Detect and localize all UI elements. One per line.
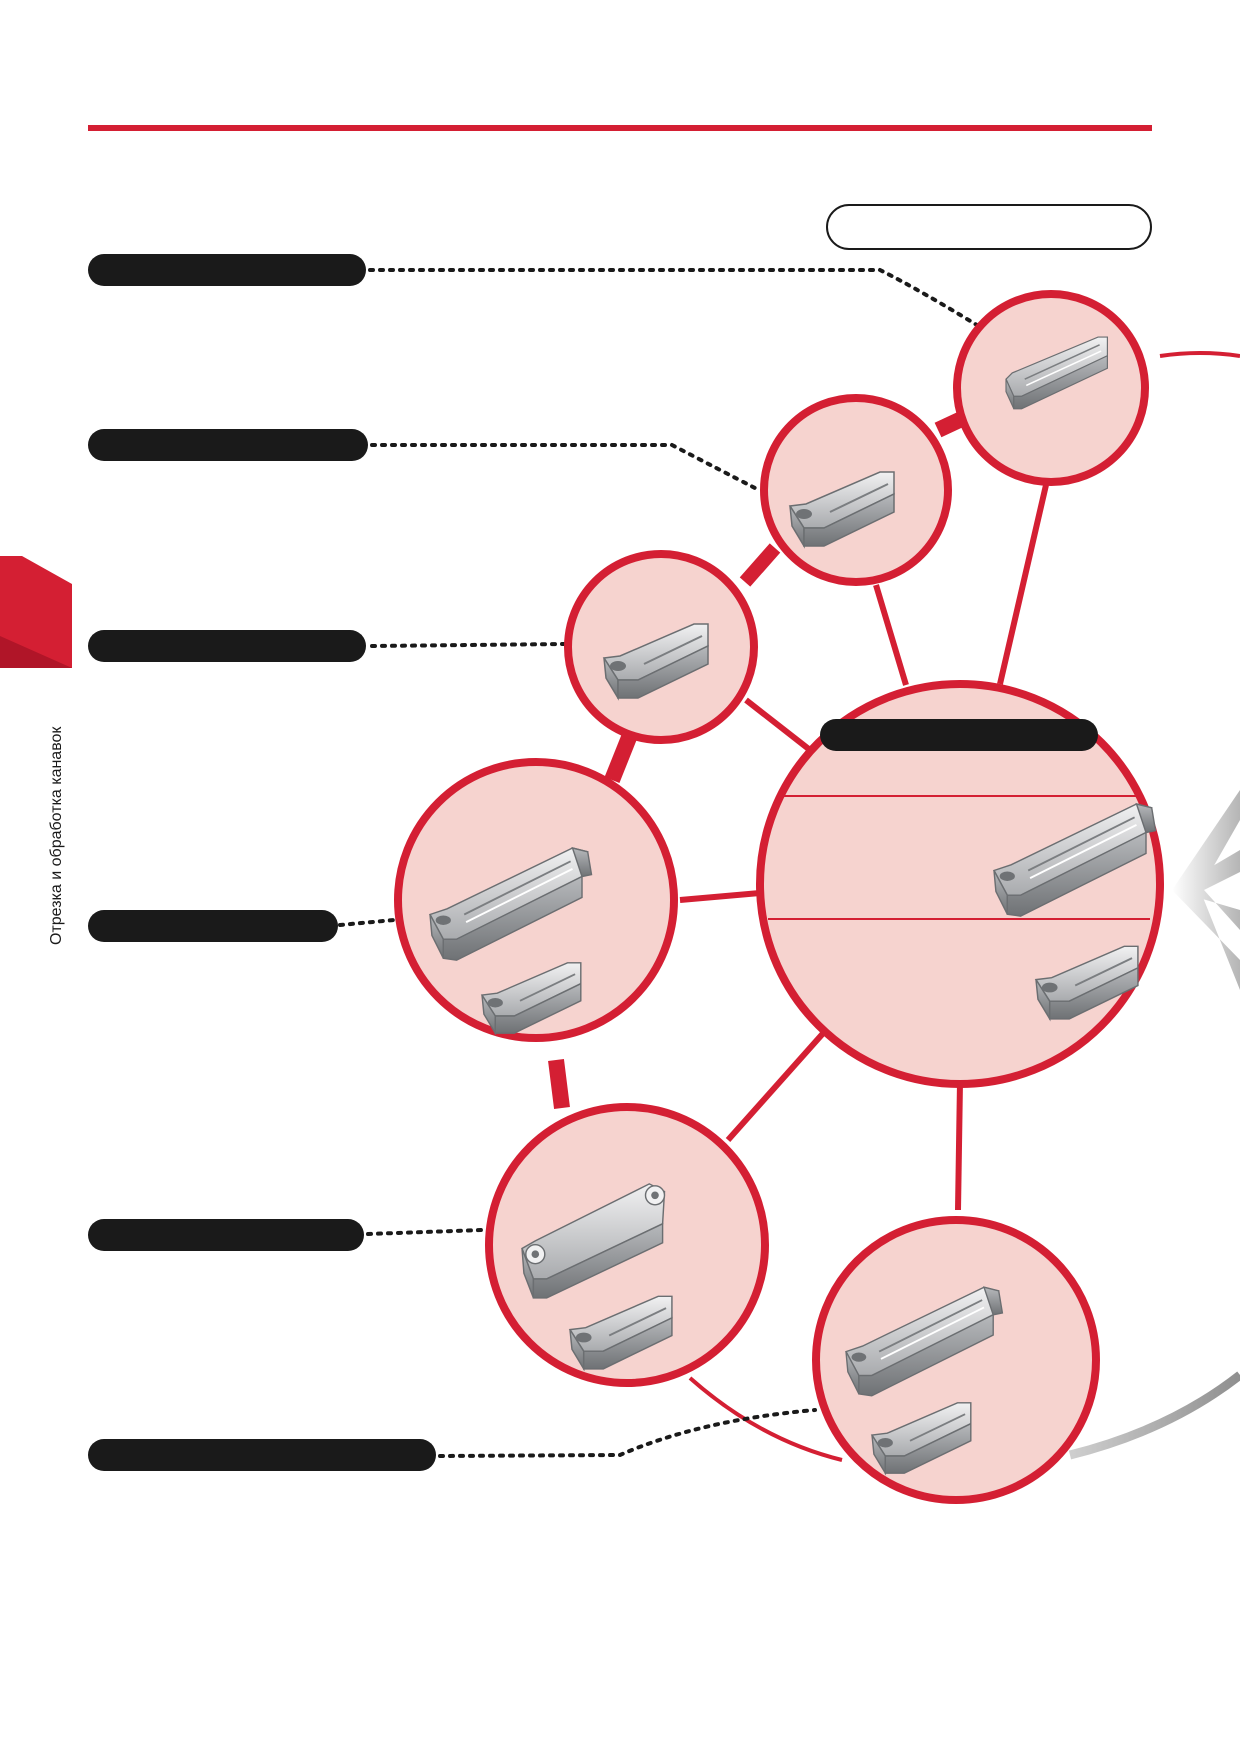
top-red-rule [88,125,1152,131]
center-title-pill [820,719,1098,751]
chevron-rays-icon [1172,790,1240,990]
outer-arc-red [1159,351,1240,358]
label-pill-5 [88,1219,364,1251]
label-pill-6 [88,1439,436,1471]
label-pill-1 [88,254,366,286]
insert-circle-6 [812,1216,1100,1504]
outer-arc-red-lower [688,1376,843,1462]
label-pill-2 [88,429,368,461]
header-label-box [826,204,1152,250]
label-pill-4 [88,910,338,942]
label-pill-3 [88,630,366,662]
section-tab [0,556,72,668]
outer-arc-grey [1068,1371,1240,1460]
